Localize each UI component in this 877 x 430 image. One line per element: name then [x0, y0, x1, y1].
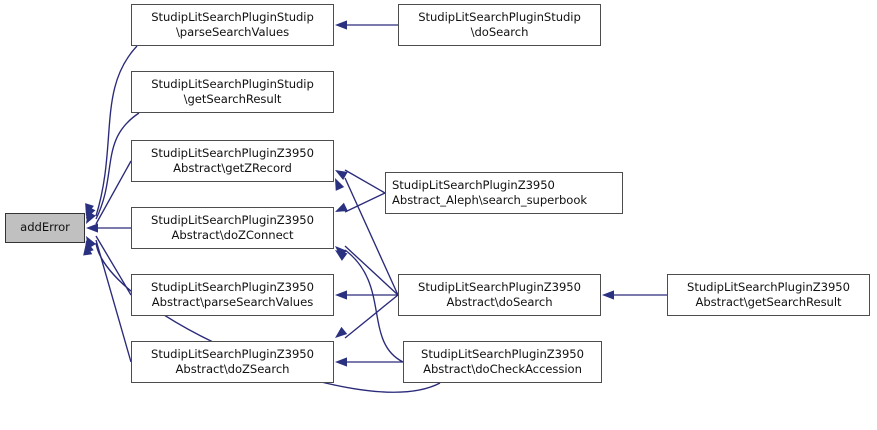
graph-node-studip-parseSearchValues[interactable]: StudipLitSearchPluginStudip\parseSearchV…: [131, 4, 334, 46]
node-label-line2: Abstract_Aleph\search_superbook: [392, 193, 588, 207]
node-label-line2: \doSearch: [470, 25, 529, 39]
node-label-line1: StudipLitSearchPluginZ3950: [151, 212, 314, 227]
graph-edge-z3950-getZRecord-to-addError: [95, 160, 132, 225]
node-label-line1: StudipLitSearchPluginStudip: [418, 9, 581, 24]
node-label-line1: StudipLitSearchPluginZ3950: [418, 279, 581, 294]
graph-node-studip-getSearchResult[interactable]: StudipLitSearchPluginStudip\getSearchRes…: [131, 71, 334, 113]
graph-edge-z3950-doSearch-to-z3950-doZConnect: [344, 245, 399, 296]
graph-edge-studip-parseSearchValues-to-addError: [95, 45, 138, 217]
edge-arrowhead: [335, 290, 347, 300]
node-label-line1: StudipLitSearchPluginZ3950: [392, 177, 555, 192]
edge-arrowhead: [335, 357, 347, 367]
edge-arrowhead: [335, 250, 348, 261]
edge-arrowhead: [86, 211, 96, 224]
node-label-line2: Abstract\doCheckAccession: [423, 362, 582, 376]
node-label-line1: StudipLitSearchPluginZ3950: [421, 346, 584, 361]
graph-edge-z3950-doZSearch-to-addError: [95, 239, 132, 363]
graph-edge-z3950-doSearch-to-z3950-doZSearch: [344, 294, 399, 339]
graph-edge-z3950-doSearch-to-z3950-getZRecord: [344, 177, 399, 296]
graph-edge-z3950-parseSearchValues-to-addError: [95, 235, 132, 296]
node-label-line2: Abstract\getZRecord: [173, 161, 292, 175]
graph-edge-aleph-search-superbook-to-z3950-getZRecord: [344, 169, 386, 194]
edge-arrowhead: [86, 223, 98, 233]
node-label-line2: Abstract\doZSearch: [175, 362, 290, 376]
graph-edge-z3950-doCheckAccession-to-z3950-doZConnect: [344, 249, 404, 363]
graph-node-studip-doSearch[interactable]: StudipLitSearchPluginStudip\doSearch: [398, 4, 601, 46]
node-label-line2: \parseSearchValues: [175, 25, 290, 39]
edge-arrowhead: [335, 178, 345, 191]
node-label-line1: StudipLitSearchPluginZ3950: [151, 346, 314, 361]
node-label-line2: Abstract\getSearchResult: [695, 295, 842, 309]
edge-arrowhead: [335, 170, 348, 180]
node-label-line2: Abstract\parseSearchValues: [151, 295, 314, 309]
node-label-line1: StudipLitSearchPluginStudip: [151, 76, 314, 91]
graph-edge-studip-getSearchResult-to-addError: [95, 112, 140, 220]
node-label-line1: StudipLitSearchPluginZ3950: [151, 279, 314, 294]
edge-arrowhead: [602, 290, 614, 300]
node-label-line1: StudipLitSearchPluginZ3950: [687, 279, 850, 294]
node-label-line1: addError: [20, 220, 70, 235]
node-label-line2: Abstract\doSearch: [446, 295, 553, 309]
edge-arrowhead: [335, 202, 348, 212]
node-label-line1: StudipLitSearchPluginZ3950: [151, 145, 314, 160]
node-label-line1: StudipLitSearchPluginStudip: [151, 9, 314, 24]
graph-edge-aleph-search-superbook-to-z3950-doZConnect: [344, 192, 386, 213]
graph-node-addError[interactable]: addError: [5, 213, 85, 243]
edge-arrowhead: [335, 326, 348, 338]
edge-arrowhead: [83, 243, 93, 256]
edge-arrowhead: [335, 20, 347, 30]
node-label-line2: Abstract\doZConnect: [171, 228, 294, 242]
node-label-line2: \getSearchResult: [183, 92, 282, 106]
